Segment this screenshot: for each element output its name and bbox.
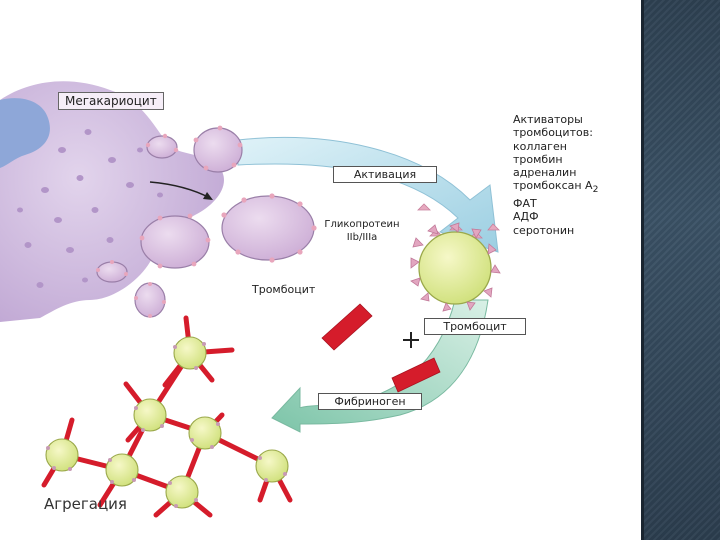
resting-platelet [146,135,178,159]
activators-title-line1: Активаторы [513,113,583,126]
activator-item: ФАТ [513,196,537,210]
megakaryocyte-cell [0,81,224,322]
aggregated-platelet [173,336,207,370]
aggregated-platelet [133,398,167,432]
aggregated-platelet [45,438,79,472]
plus-sign [403,332,419,348]
resting-platelet [96,261,128,283]
label-activation: Активация [333,166,437,183]
label-platelet-left: Тромбоцит [252,283,316,296]
label-platelet-right: Тромбоцит [424,318,526,335]
label-aggregation: Агрегация [44,495,127,513]
activators-title-line2: тромбоцитов: [513,126,593,140]
activator-item: серотонин [513,223,575,237]
aggregated-platelet-spikes [46,342,287,508]
label-glycoprotein: Гликопротеин IIb/IIIa [322,218,402,244]
fibrinogen-molecules [321,303,441,393]
resting-platelet-studs [96,125,317,318]
activated-platelet-main [410,222,501,312]
activator-item-thromboxane: тромбоксан A2 [513,179,598,196]
aggregated-platelet [105,453,139,487]
activator-item: АДФ [513,210,539,224]
side-panel-seam [641,0,644,540]
fibrinogen-molecule [321,303,373,351]
megakaryocyte-nucleus [0,98,50,168]
label-glycoprotein-line1: Гликопротеин [324,219,400,230]
label-fibrinogen: Фибриноген [318,393,422,410]
budding-arrowhead [203,192,213,200]
label-megakaryocyte: Мегакариоцит [58,92,164,110]
activator-item: адреналин [513,166,577,180]
resting-platelet [134,282,166,318]
megakaryocyte-granules [17,129,163,288]
resting-platelets [96,127,315,318]
fibrinogen-molecule [391,357,441,393]
resting-platelet [140,215,210,269]
aggregated-platelet [188,416,222,450]
label-glycoprotein-line2: IIb/IIIa [346,232,378,243]
activator-item: тромбоксан A [513,179,593,193]
thromboxane-subscript: 2 [592,184,599,196]
aggregated-platelets [45,336,289,509]
aggregated-platelet [165,475,199,509]
side-decoration-panel [641,0,720,540]
aggregated-platelet [255,449,289,483]
activator-item: коллаген [513,139,567,153]
side-panel-texture [641,0,720,540]
activators-list: Активаторы тромбоцитов: коллаген тромбин… [513,113,598,237]
activator-item: тромбин [513,152,563,166]
